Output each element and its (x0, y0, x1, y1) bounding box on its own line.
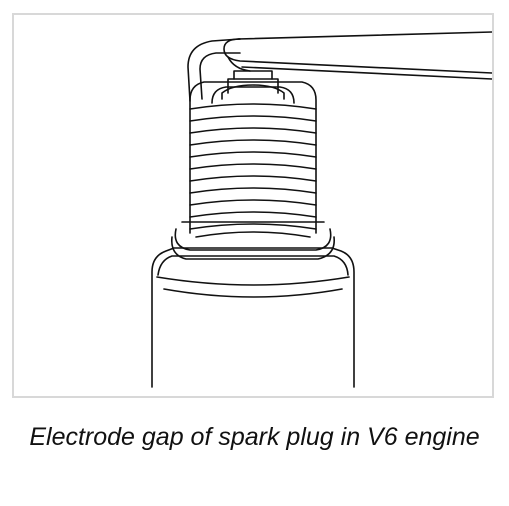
feeler-gauge (223, 31, 492, 80)
shell-body (151, 247, 355, 388)
thread-section (189, 81, 317, 238)
gasket-rings (170, 221, 335, 260)
insulator-tip (211, 70, 295, 104)
ground-electrode (187, 38, 241, 102)
figure-caption: Electrode gap of spark plug in V6 engine (29, 423, 480, 451)
illustration-frame (12, 13, 494, 398)
spark-plug-illustration (151, 31, 492, 388)
